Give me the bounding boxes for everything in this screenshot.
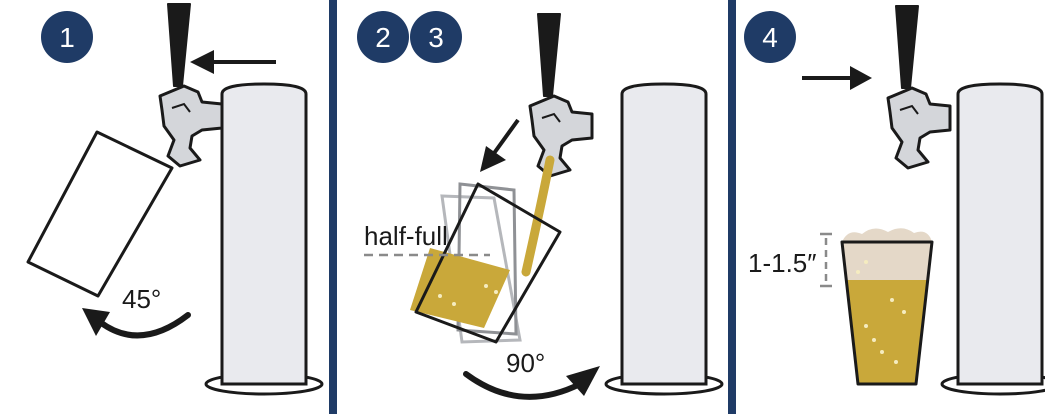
foam-label: 1-1.5″ (748, 248, 816, 278)
arrow-down-left-icon (480, 120, 518, 172)
divider (329, 0, 337, 414)
step-badge: 1 (41, 11, 93, 63)
faucet (160, 4, 222, 166)
step-badge: 3 (410, 11, 462, 63)
arrow-left-icon (190, 50, 276, 74)
step-number: 3 (428, 22, 444, 53)
step-number: 1 (59, 22, 75, 53)
step-badge: 4 (744, 11, 796, 63)
foam-measure (820, 234, 832, 286)
panel-step-2-3: half-full 90° 2 3 (357, 11, 722, 397)
step-number: 2 (375, 22, 391, 53)
step-number: 4 (762, 22, 778, 53)
tower (942, 84, 1045, 394)
tower (206, 84, 322, 394)
half-full-label: half-full (364, 221, 448, 251)
faucet (888, 6, 950, 168)
panel-step-4: 1-1.5″ 4 (744, 6, 1045, 394)
tower (606, 84, 722, 394)
angle-label: 45° (122, 284, 161, 314)
divider (728, 0, 736, 414)
empty-glass (28, 132, 172, 296)
panel-step-1: 45° 1 (28, 4, 322, 394)
faucet (530, 14, 592, 176)
angle-label: 90° (506, 348, 545, 378)
step-badge: 2 (357, 11, 409, 63)
arrow-right-icon (802, 66, 872, 90)
full-glass (842, 228, 932, 384)
